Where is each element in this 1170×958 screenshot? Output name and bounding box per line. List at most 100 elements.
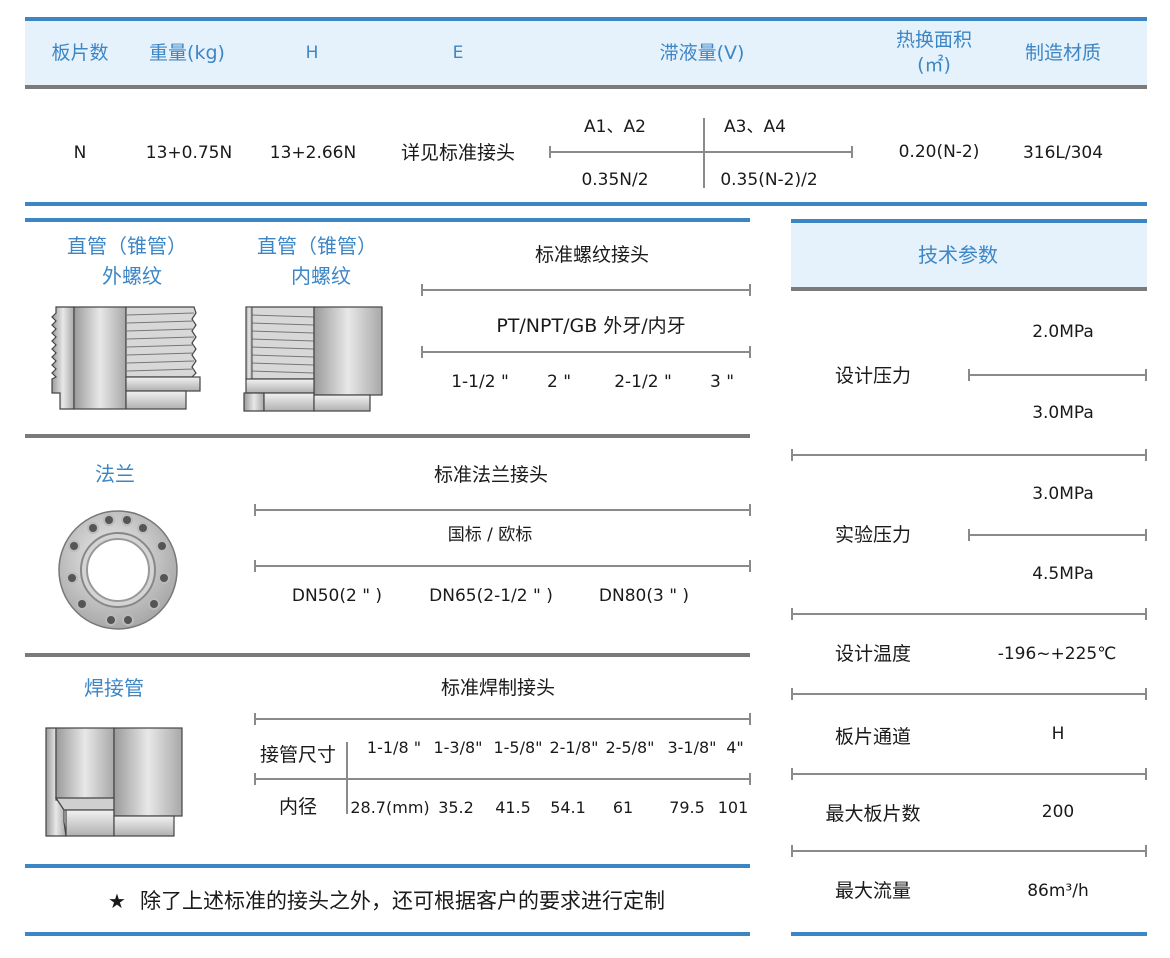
max-flow-label: 最大流量 (834, 880, 912, 902)
flange-size: DN80(3 " ) (598, 586, 690, 606)
weld-size: 1-5/8" (493, 738, 543, 757)
test-pressure-value: 3.0MPa (1032, 484, 1094, 504)
weld-inner-diameter: 61 (612, 798, 634, 817)
flange-standard: 国标 / 欧标 (447, 525, 533, 545)
flange-title: 法兰 (95, 462, 135, 486)
threaded-size: 2-1/2 " (614, 372, 672, 392)
holdup-a12-value: 0.35N/2 (581, 170, 649, 190)
design-pressure-value: 3.0MPa (1032, 403, 1094, 423)
design-pressure-value: 2.0MPa (1032, 322, 1094, 342)
row-divider (791, 688, 1147, 700)
weld-rule-2 (254, 773, 751, 785)
weld-inner-diameter: 79.5 (669, 798, 705, 817)
flange-size: DN65(2-1/2 " ) (429, 586, 553, 606)
footnote-text: 除了上述标准的接头之外，还可根据客户的要求进行定制 (140, 889, 665, 913)
weld-size: 3-1/8" (667, 738, 717, 757)
female-thread-fitting-icon (243, 306, 383, 412)
divider (25, 202, 1147, 206)
design-temp-value: -196~+225℃ (997, 644, 1117, 664)
cell-e: 详见标准接头 (400, 142, 516, 164)
row-divider (791, 768, 1147, 780)
divider (25, 218, 750, 222)
design-temp-label: 设计温度 (834, 643, 912, 665)
header-area: 热换面积 (895, 29, 973, 51)
header-band (25, 21, 1147, 85)
weld-size: 1-1/8 " (366, 738, 422, 757)
weld-id-label: 内径 (278, 796, 318, 818)
flange-rule-2 (254, 560, 751, 572)
divider (791, 932, 1147, 936)
flange-icon (58, 510, 178, 630)
header-h: H (305, 43, 319, 63)
divider (25, 434, 750, 438)
holdup-a34-label: A3、A4 (724, 117, 786, 137)
test-pressure-rule (968, 529, 1147, 541)
holdup-a12-label: A1、A2 (584, 117, 646, 137)
threaded-size: 1-1/2 " (451, 372, 509, 392)
header-holdup: 滞液量(V) (659, 42, 745, 64)
header-area-unit: (㎡) (917, 54, 951, 76)
cell-area: 0.20(N-2) (898, 142, 980, 162)
design-pressure-label: 设计压力 (834, 365, 912, 387)
divider (25, 653, 750, 657)
flange-rule-1 (254, 504, 751, 516)
flange-heading: 标准法兰接头 (433, 464, 549, 486)
holdup-a34-value: 0.35(N-2)/2 (720, 170, 818, 190)
weld-size: 2-1/8" (549, 738, 599, 757)
header-weight: 重量(kg) (149, 42, 225, 64)
weld-inner-diameter: 28.7(mm) (350, 798, 430, 817)
weld-size: 2-5/8" (605, 738, 655, 757)
weld-size-label: 接管尺寸 (259, 744, 337, 766)
weld-inner-diameter: 54.1 (550, 798, 586, 817)
max-plates-label: 最大板片数 (825, 803, 921, 825)
weld-heading: 标准焊制接头 (440, 677, 556, 699)
test-pressure-value: 4.5MPa (1032, 564, 1094, 584)
weld-size: 4" (726, 738, 744, 757)
divider (25, 932, 750, 936)
plate-channel-label: 板片通道 (834, 726, 912, 748)
cell-material: 316L/304 (1022, 143, 1104, 163)
threaded-standard: PT/NPT/GB 外牙/内牙 (496, 315, 686, 337)
threaded-size: 3 " (709, 372, 735, 392)
weld-rule-1 (254, 713, 751, 725)
row-divider (791, 608, 1147, 620)
threaded-rule-1 (421, 284, 751, 296)
header-material: 制造材质 (1024, 42, 1102, 64)
star-icon: ★ (108, 889, 126, 913)
divider (791, 219, 1147, 223)
threaded-heading: 标准螺纹接头 (534, 244, 650, 266)
female-thread-subtitle: 内螺纹 (291, 264, 351, 288)
row-divider (791, 845, 1147, 857)
divider (791, 287, 1147, 291)
male-thread-fitting-icon (51, 306, 201, 410)
male-thread-subtitle: 外螺纹 (102, 264, 162, 288)
weld-title: 焊接管 (84, 676, 144, 700)
holdup-vrule (703, 118, 705, 188)
test-pressure-label: 实验压力 (834, 524, 912, 546)
row-divider (791, 449, 1147, 461)
flange-size: DN50(2 " ) (291, 586, 383, 606)
header-plates: 板片数 (51, 42, 109, 64)
divider (25, 864, 750, 868)
female-thread-title: 直管（锥管） (257, 234, 377, 258)
header-band (791, 223, 1147, 288)
max-flow-value: 86m³/h (1027, 881, 1089, 901)
weld-size: 1-3/8" (433, 738, 483, 757)
male-thread-title: 直管（锥管） (67, 234, 187, 258)
weld-inner-diameter: 41.5 (495, 798, 531, 817)
design-pressure-rule (968, 369, 1147, 381)
cell-h: 13+2.66N (269, 143, 357, 163)
divider (25, 85, 1147, 89)
plate-channel-value: H (1051, 724, 1065, 744)
weld-pipe-icon (45, 727, 183, 837)
threaded-size: 2 " (546, 372, 572, 392)
weld-inner-diameter: 35.2 (438, 798, 474, 817)
divider (25, 17, 1147, 21)
header-e: E (452, 43, 464, 63)
threaded-rule-2 (421, 346, 751, 358)
tech-params-title: 技术参数 (918, 243, 998, 267)
max-plates-value: 200 (1041, 802, 1075, 822)
cell-plates: N (73, 143, 87, 163)
holdup-rule (549, 146, 853, 158)
cell-weight: 13+0.75N (145, 143, 233, 163)
